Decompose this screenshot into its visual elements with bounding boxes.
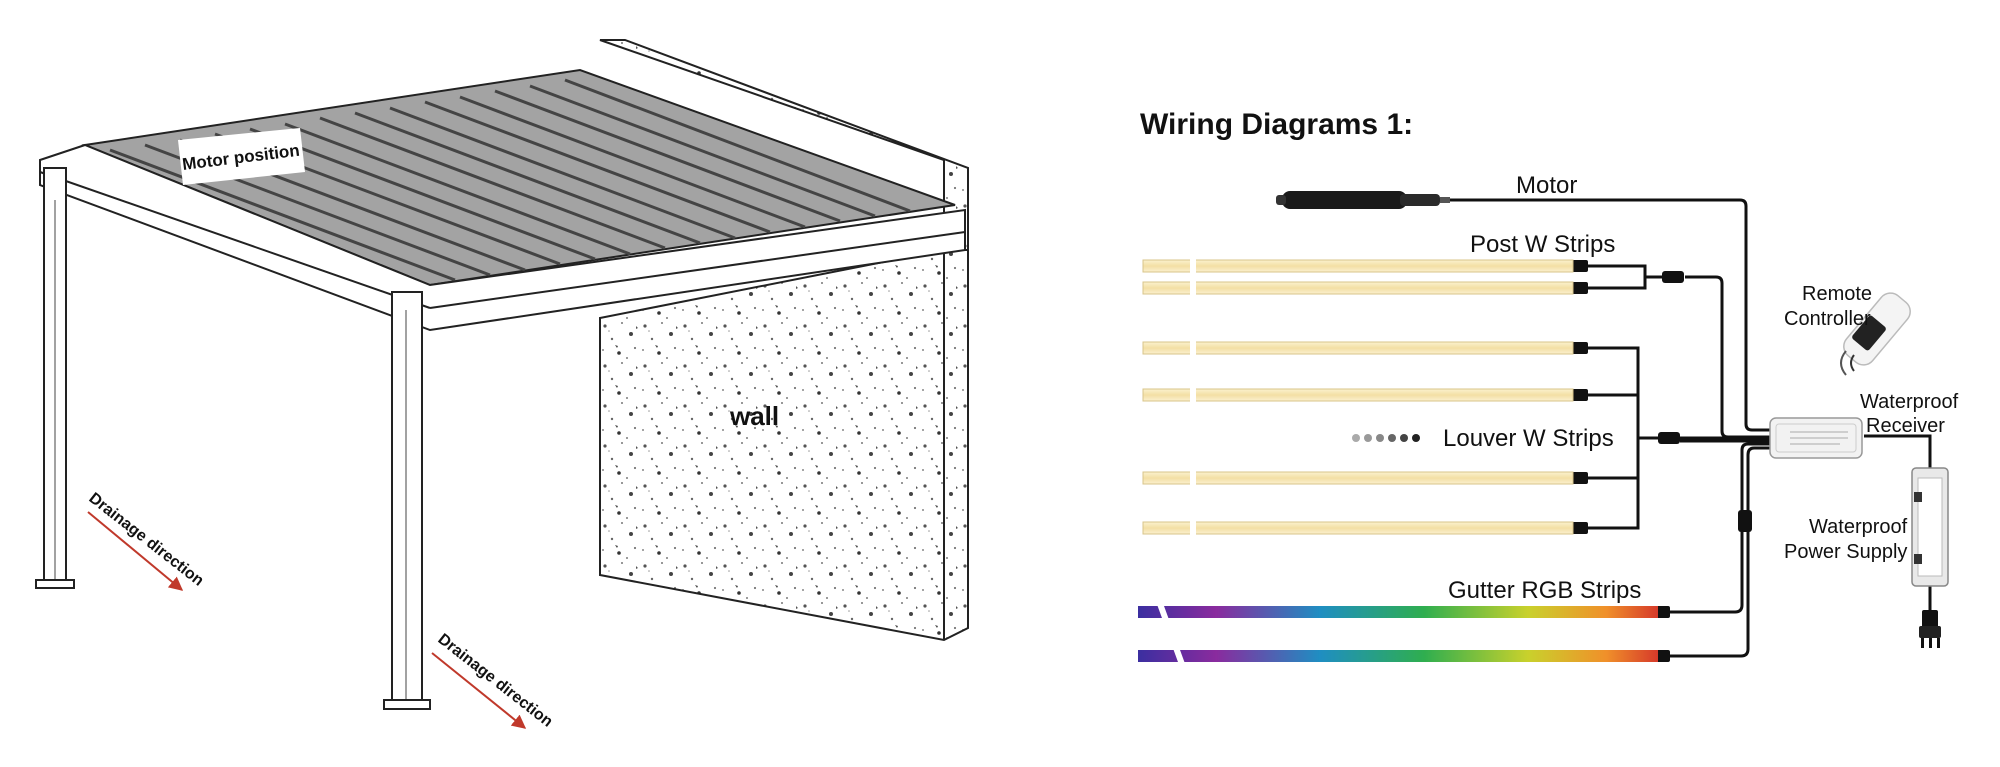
wires	[1450, 198, 1932, 658]
psu-label-line2: Power Supply	[1784, 541, 1907, 563]
waterproof-receiver-icon	[1769, 417, 1863, 459]
receiver-label-line1: Waterproof	[1860, 391, 1959, 413]
psu-label-line1: Waterproof	[1809, 516, 1908, 538]
louver-slats	[109, 78, 911, 282]
remote-label-line2: Controller	[1784, 308, 1871, 330]
waterproof-power-supply-icon	[1911, 467, 1949, 587]
ellipsis-dots	[1352, 434, 1420, 442]
front-beam	[39, 143, 966, 332]
remote-label-line1: Remote	[1802, 283, 1872, 305]
post-w-strips-label: Post W Strips	[1470, 231, 1615, 258]
gutter-rgb-strips-label: Gutter RGB Strips	[1448, 577, 1641, 604]
post-w-strips	[1142, 257, 1574, 297]
wiring-title: Wiring Diagrams 1:	[1140, 108, 1413, 141]
pergola-drawing	[35, 39, 969, 710]
drainage-label-right: Drainage direction	[435, 631, 556, 731]
wall-panel	[599, 249, 969, 642]
gutter-rgb-strips	[1138, 602, 1658, 666]
receiver-label-line2: Receiver	[1866, 415, 1945, 437]
wall-label: wall	[729, 401, 779, 431]
motor-position-plate	[178, 128, 305, 185]
motor-icon	[1276, 191, 1450, 209]
louver-w-strips	[1142, 338, 1574, 538]
front-post	[391, 291, 423, 706]
louver-w-strips-label: Louver W Strips	[1443, 425, 1614, 452]
power-plug-icon	[1919, 610, 1941, 648]
drainage-arrow-left	[87, 511, 184, 591]
connectors	[1572, 260, 1752, 662]
motor-label: Motor	[1516, 172, 1577, 199]
remote-controller-icon	[1840, 292, 1911, 376]
drainage-label-left: Drainage direction	[86, 490, 207, 590]
drainage-arrow-right	[431, 652, 527, 729]
